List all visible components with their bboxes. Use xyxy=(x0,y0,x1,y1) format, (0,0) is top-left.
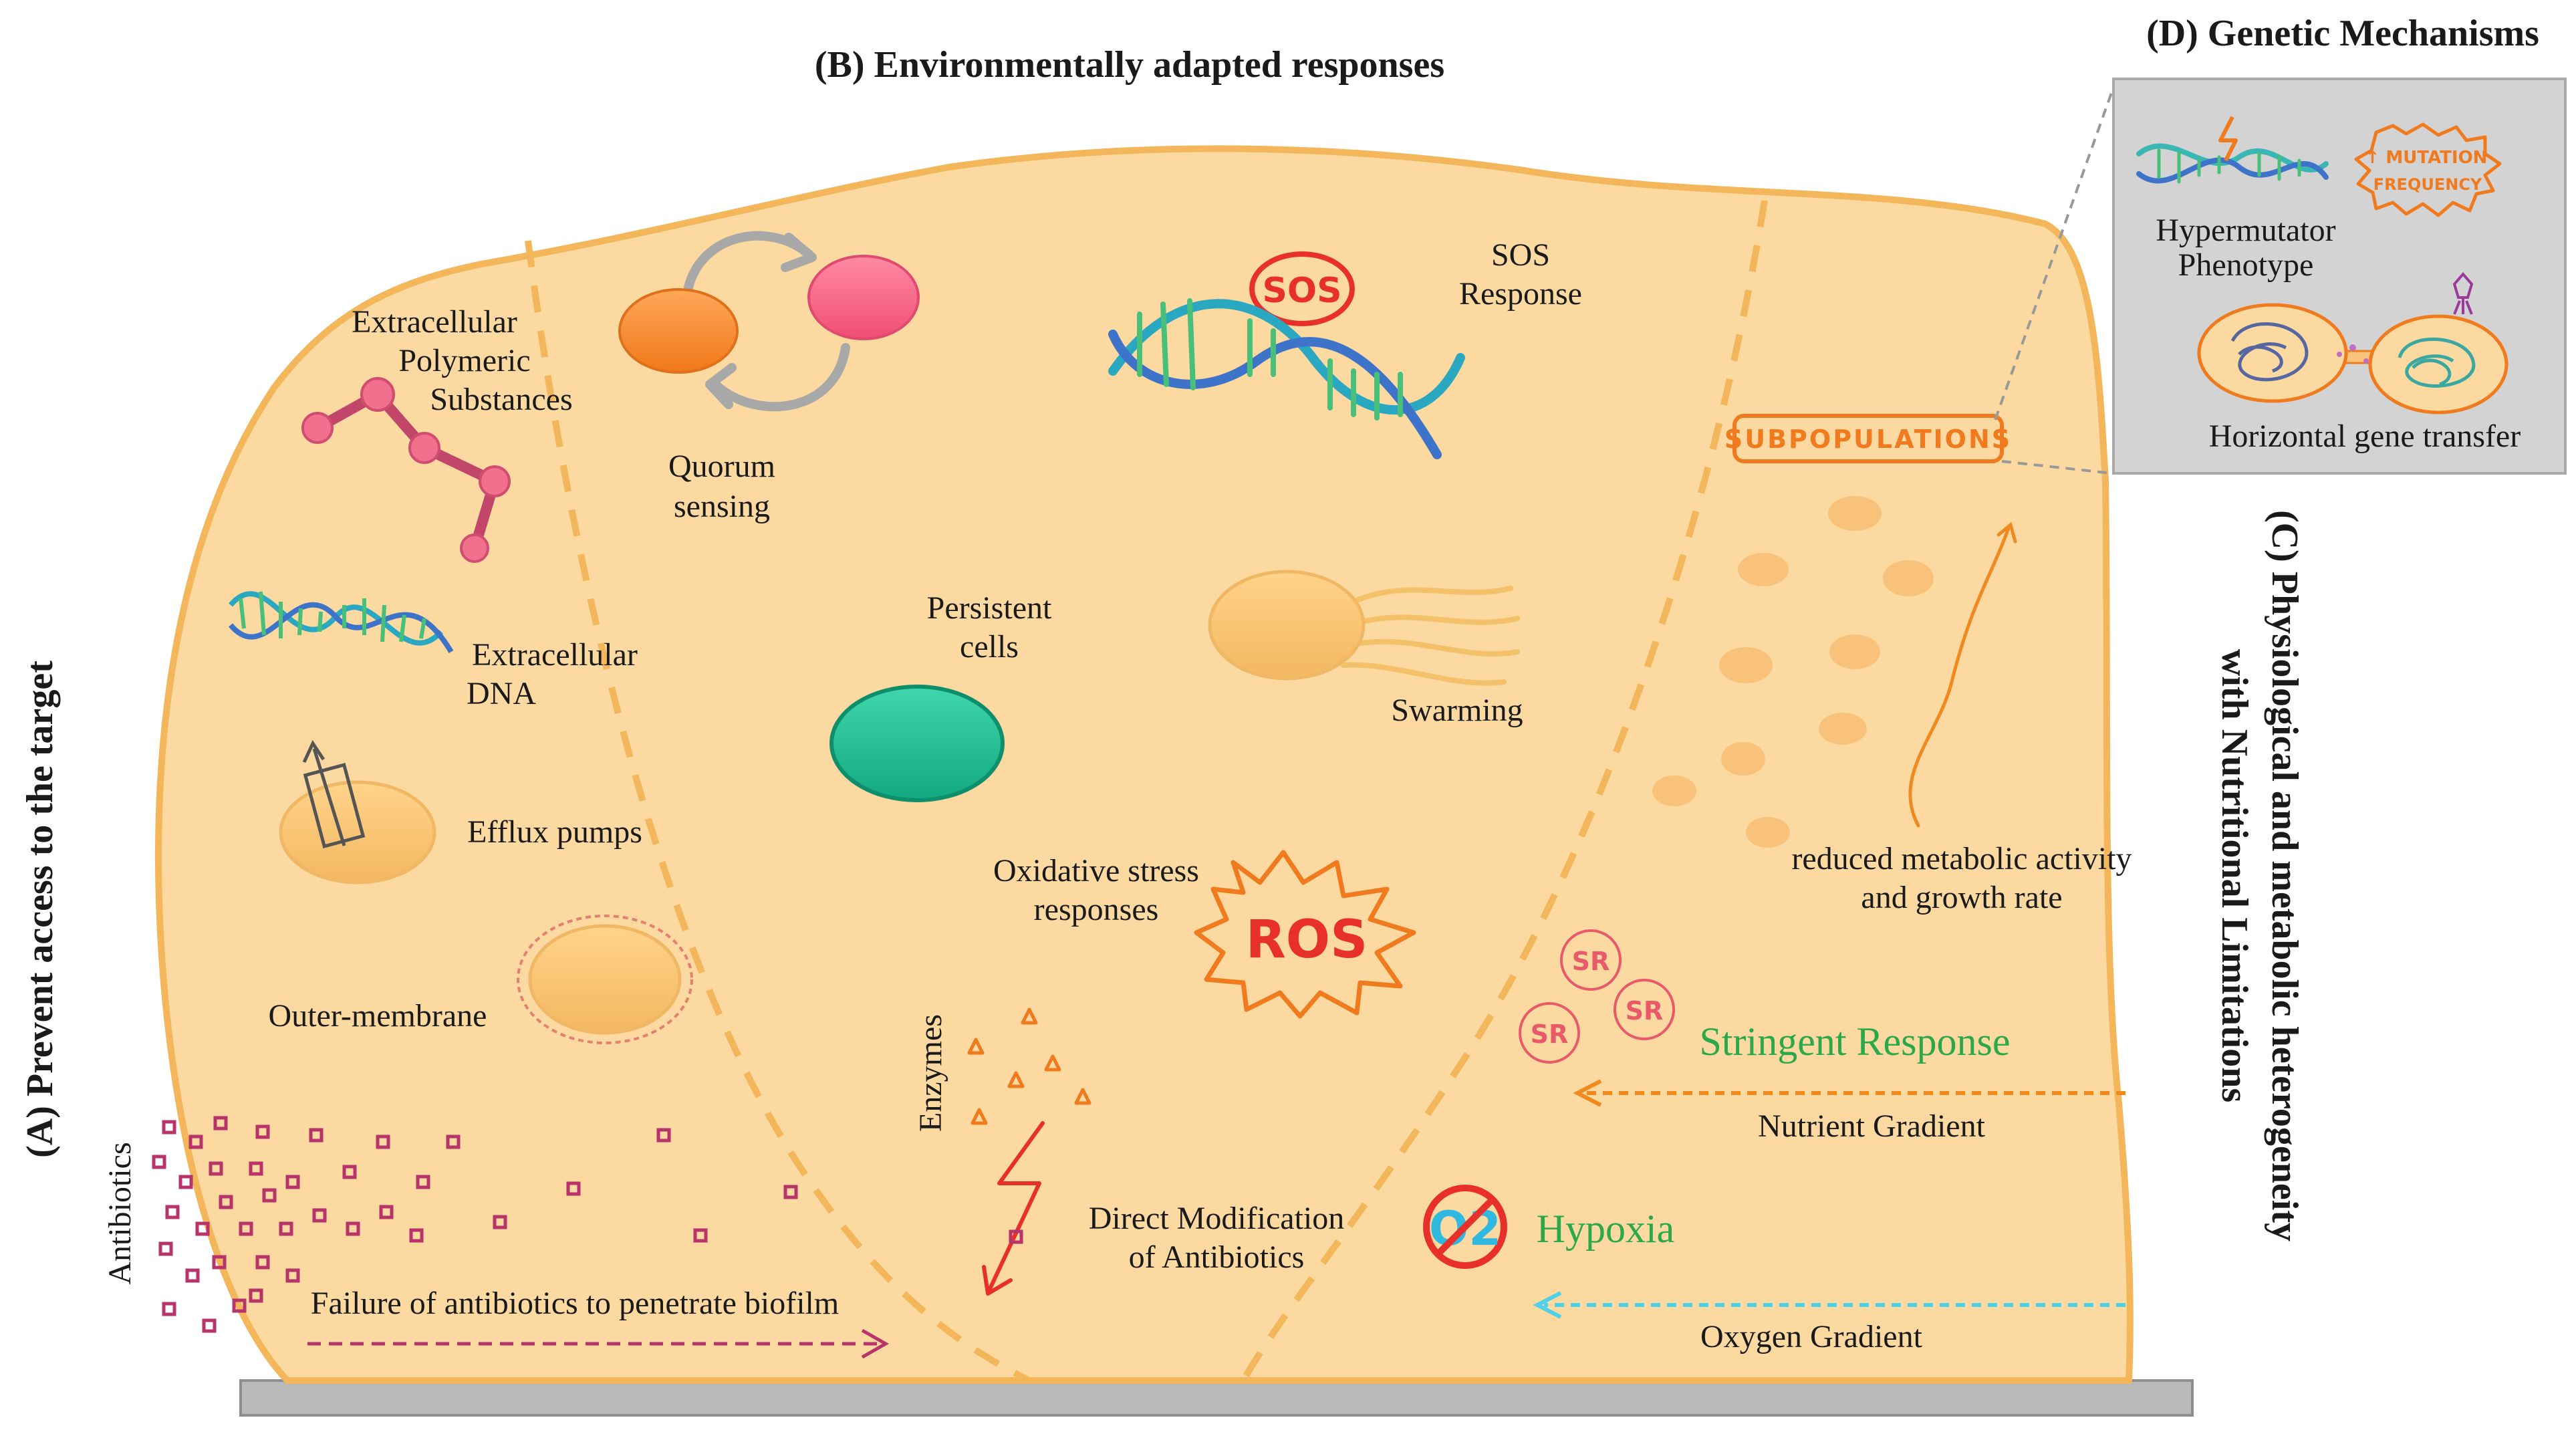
mutation-lightning xyxy=(2218,116,2238,162)
enzymes-label: Enzymes xyxy=(913,1014,948,1132)
subpopulations-badge: SUBPOPULATIONS xyxy=(1724,414,2012,463)
sr-molecules xyxy=(1519,929,1675,1064)
subpopulations-text: SUBPOPULATIONS xyxy=(1724,425,2012,454)
hgt-cells xyxy=(2197,271,2508,414)
edna-helix xyxy=(228,591,454,654)
mutation-text-1: ↑ MUTATION xyxy=(2365,148,2488,168)
oxidative-label-2: responses xyxy=(1034,892,1159,927)
efflux-label: Efflux pumps xyxy=(467,814,642,850)
sr-text-3: SR xyxy=(1531,1020,1569,1049)
edna-label-2: DNA xyxy=(467,676,536,711)
ros-burst: ROS xyxy=(1194,850,1416,1019)
hgt-label: Horizontal gene transfer xyxy=(2209,419,2521,454)
eps-nodes xyxy=(301,377,511,563)
genetic-mechanisms-inset xyxy=(2112,78,2567,475)
antibiotics-label: Antibiotics xyxy=(102,1142,138,1284)
hypoxia-label: Hypoxia xyxy=(1537,1207,1675,1251)
antibiotic-particles xyxy=(152,1116,798,1333)
hypermutator-label-2: Phenotype xyxy=(2178,247,2314,283)
failure-label: Failure of antibiotics to penetrate biof… xyxy=(311,1286,839,1321)
edna-label-1: Extracellular xyxy=(472,637,638,673)
sos-badge: SOS xyxy=(1249,251,1355,326)
eps-label-1: Extracellular xyxy=(352,304,517,340)
divider-a-b xyxy=(525,240,1031,1384)
divider-b-c xyxy=(1240,200,1768,1383)
title-b: (B) Environmentally adapted responses xyxy=(815,44,1444,86)
title-c-line1: (C) Physiological and metabolic heteroge… xyxy=(2264,510,2305,1241)
stringent-label: Stringent Response xyxy=(1700,1020,2011,1064)
nutrient-label: Nutrient Gradient xyxy=(1758,1108,1986,1144)
persistent-label-1: Persistent xyxy=(927,590,1052,626)
sos-dna xyxy=(1108,298,1465,459)
outer-membrane-cell xyxy=(517,915,693,1044)
substrate-surface xyxy=(239,1379,2194,1417)
hypoxia-icon: O2 xyxy=(1423,1185,1507,1269)
direct-label-2: of Antibiotics xyxy=(1129,1239,1305,1275)
biofilm-body xyxy=(154,145,2134,1384)
title-c-line2: with Nutritional Limitations xyxy=(2214,649,2255,1102)
sr-text-2: SR xyxy=(1626,996,1664,1026)
ros-text: ROS xyxy=(1246,910,1368,970)
title-a: (A) Prevent access to the target xyxy=(19,661,61,1158)
oxygen-label: Oxygen Gradient xyxy=(1700,1319,1923,1354)
modified-antibiotic xyxy=(1009,1229,1023,1244)
sos-label-1: SOS xyxy=(1491,237,1550,273)
sr-text-1: SR xyxy=(1572,947,1610,976)
oxidative-label-1: Oxidative stress xyxy=(993,853,1199,888)
hypermutator-dna xyxy=(2136,143,2329,184)
failure-arrow xyxy=(307,1328,890,1359)
persistent-cell xyxy=(829,685,1005,802)
subpopulation-cells xyxy=(1652,496,1934,848)
efflux-pump-cell xyxy=(279,739,436,884)
enzyme-triangles xyxy=(967,1007,1091,1125)
inset-connectors xyxy=(1994,81,2117,475)
sos-label-2: Response xyxy=(1459,276,1582,312)
lightning-arrow xyxy=(982,1121,1045,1296)
mutation-frequency-badge: ↑ MUTATION FREQUENCY xyxy=(2354,122,2502,217)
quorum-sensing-cells xyxy=(618,231,920,412)
outer-membrane-label: Outer-membrane xyxy=(269,998,487,1034)
sos-badge-text: SOS xyxy=(1262,271,1341,311)
quorum-label-2: sensing xyxy=(674,489,770,524)
oxygen-arrow xyxy=(1533,1291,2126,1319)
eps-label-3: Substances xyxy=(430,382,572,417)
persistent-label-2: cells xyxy=(960,629,1019,665)
title-d: (D) Genetic Mechanisms xyxy=(2146,13,2539,54)
quorum-label-1: Quorum xyxy=(668,449,775,484)
hypermutator-label-1: Hypermutator xyxy=(2156,213,2335,248)
growth-arrow xyxy=(1908,521,2017,828)
swarming-cell xyxy=(1208,570,1520,686)
mutation-text-2: FREQUENCY xyxy=(2373,175,2482,194)
reduced-label-2: and growth rate xyxy=(1861,880,2062,915)
swarming-label: Swarming xyxy=(1391,693,1523,728)
reduced-label-1: reduced metabolic activity xyxy=(1791,841,2132,876)
direct-label-1: Direct Modification xyxy=(1089,1201,1345,1236)
nutrient-arrow xyxy=(1573,1079,2126,1107)
eps-label-2: Polymeric xyxy=(398,343,530,378)
